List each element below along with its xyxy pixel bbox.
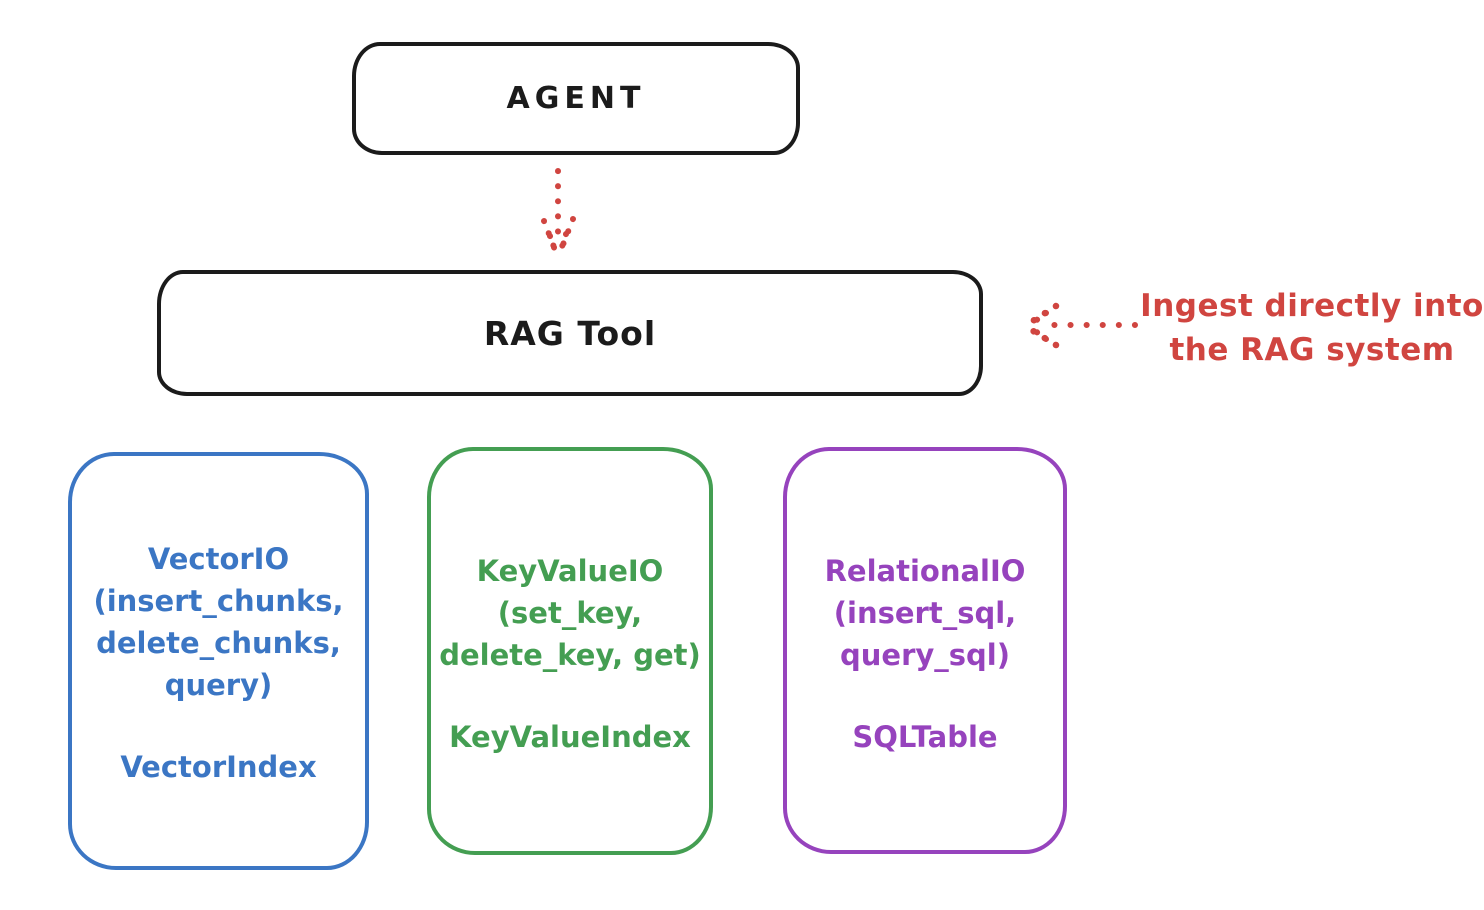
relational-io-line: query_sql)	[840, 638, 1010, 672]
vector-io-text: VectorIO (insert_chunks, delete_chunks, …	[72, 456, 365, 866]
vector-io-box: VectorIO (insert_chunks, delete_chunks, …	[68, 452, 369, 870]
keyvalue-io-line: delete_key, get)	[439, 638, 701, 672]
agent-label: AGENT	[506, 81, 646, 116]
vector-index-label: VectorIndex	[120, 750, 317, 784]
vector-io-line: (insert_chunks,	[93, 584, 344, 618]
ingest-annotation: Ingest directly into the RAG system	[1140, 284, 1484, 372]
relational-io-box: RelationalIO (insert_sql, query_sql) SQL…	[783, 447, 1067, 854]
relational-io-line: RelationalIO	[824, 554, 1026, 588]
rag-tool-label: RAG Tool	[483, 313, 657, 353]
annotation-line-1: Ingest directly into	[1140, 288, 1484, 324]
keyvalue-io-line: KeyValueIO	[476, 554, 664, 588]
relational-io-text: RelationalIO (insert_sql, query_sql) SQL…	[787, 451, 1063, 850]
keyvalue-index-label: KeyValueIndex	[449, 720, 691, 754]
rag-tool-box: RAG Tool	[157, 270, 983, 396]
relational-io-line: (insert_sql,	[833, 596, 1017, 630]
annotation-line-2: the RAG system	[1169, 332, 1455, 368]
vector-io-line: VectorIO	[147, 542, 290, 576]
agent-to-rag-arrow	[541, 168, 576, 258]
sql-table-label: SQLTable	[852, 720, 998, 754]
keyvalue-io-line: (set_key,	[497, 596, 643, 630]
keyvalue-io-box: KeyValueIO (set_key, delete_key, get) Ke…	[427, 447, 713, 855]
vector-io-line: query)	[164, 668, 273, 702]
vector-io-line: delete_chunks,	[96, 626, 341, 660]
ingest-to-rag-arrow	[1021, 302, 1138, 349]
agent-box: AGENT	[352, 42, 800, 155]
keyvalue-io-text: KeyValueIO (set_key, delete_key, get) Ke…	[431, 451, 709, 851]
